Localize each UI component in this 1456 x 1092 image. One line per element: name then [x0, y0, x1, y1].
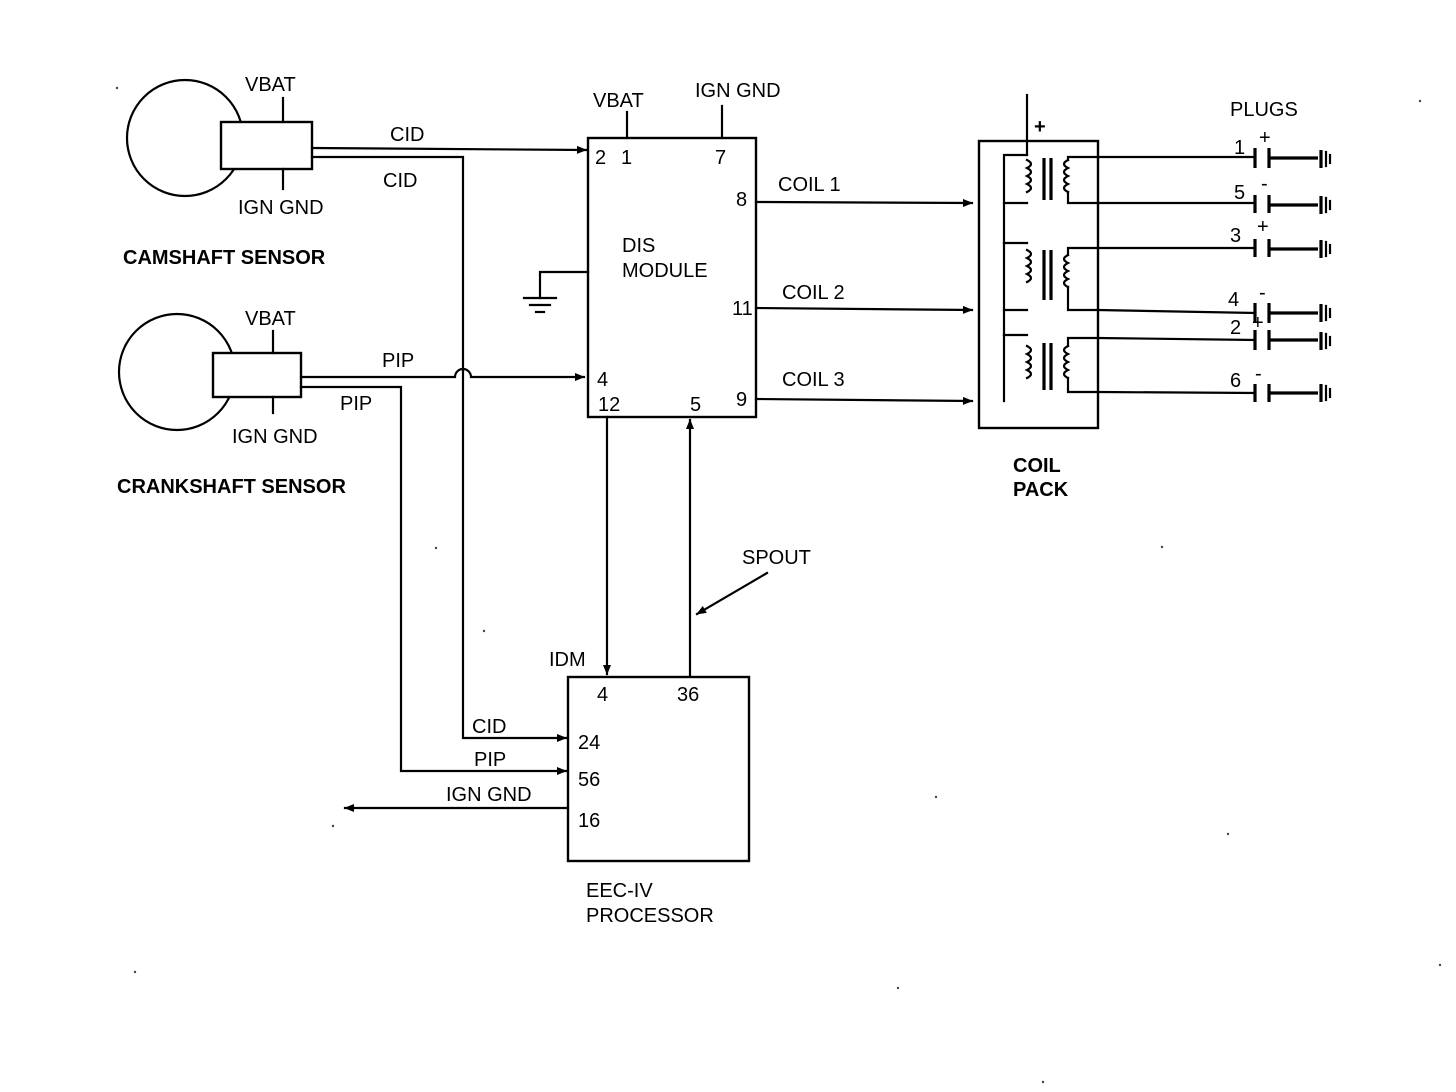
- coil-wires: COIL 1 COIL 2 COIL 3: [754, 174, 974, 405]
- coil-pack-plus: +: [1034, 116, 1046, 138]
- plug-1-sign: +: [1259, 127, 1271, 149]
- camshaft-sensor: VBAT IGN GND CAMSHAFT SENSOR: [123, 74, 326, 269]
- plug-4: 4 -: [1096, 282, 1332, 323]
- coil-2-label: COIL 2: [782, 282, 845, 304]
- spark-plugs: PLUGS 1 + 5 -: [1096, 99, 1332, 402]
- dis-pin-8: 8: [736, 189, 747, 211]
- plug-5-number: 5: [1234, 182, 1245, 204]
- dis-pin-11: 11: [732, 298, 753, 320]
- camshaft-sensor-connector: [219, 120, 314, 171]
- spout-label: SPOUT: [742, 547, 811, 569]
- dis-pin-5: 5: [690, 394, 701, 416]
- dis-pin-12: 12: [598, 394, 620, 416]
- dis-pin-7: 7: [715, 147, 726, 169]
- crankshaft-vbat-label: VBAT: [245, 308, 296, 330]
- eec-cid-label: CID: [472, 716, 506, 738]
- idm-label: IDM: [549, 649, 586, 671]
- eec-input-labels: CID PIP IGN GND: [343, 716, 570, 812]
- plug-4-sign: -: [1259, 282, 1266, 304]
- idm-spout-wires: SPOUT IDM: [549, 415, 811, 679]
- camshaft-ign-gnd-label: IGN GND: [238, 197, 324, 219]
- dis-pin-2: 2: [595, 147, 606, 169]
- plug-3: 3 +: [1096, 216, 1332, 258]
- plug-5-sign: -: [1261, 173, 1268, 195]
- eec-pin-56: 56: [578, 769, 600, 791]
- eec-pin-16: 16: [578, 810, 600, 832]
- plug-5: 5 -: [1096, 173, 1332, 214]
- dis-module-box: [586, 136, 758, 419]
- crankshaft-sensor-connector: [211, 351, 303, 399]
- eec-pin-24: 24: [578, 732, 600, 754]
- coil-3-label: COIL 3: [782, 369, 845, 391]
- plug-6-sign: -: [1255, 363, 1262, 385]
- plug-2: 2 +: [1096, 312, 1332, 350]
- dis-pin-9: 9: [736, 389, 747, 411]
- coil-1-label: COIL 1: [778, 174, 841, 196]
- dis-ign-gnd-label: IGN GND: [695, 80, 781, 102]
- camshaft-vbat-label: VBAT: [245, 74, 296, 96]
- plug-6-number: 6: [1230, 370, 1241, 392]
- dis-module-name-line1: DIS: [622, 235, 655, 257]
- plug-1: 1 +: [1096, 127, 1332, 168]
- plugs-title: PLUGS: [1230, 99, 1298, 121]
- coil-pack-title-line1: COIL: [1013, 455, 1061, 477]
- eec-iv-box: [566, 675, 751, 863]
- coil-pack: +: [977, 93, 1100, 501]
- dis-pin-4: 4: [597, 369, 608, 391]
- cid-wires: CID CID: [310, 124, 588, 742]
- eec-pin-4: 4: [597, 684, 608, 706]
- coil-pack-box: [977, 139, 1100, 430]
- camshaft-sensor-title: CAMSHAFT SENSOR: [123, 247, 326, 269]
- plug-1-number: 1: [1234, 137, 1245, 159]
- cid-label-top: CID: [390, 124, 424, 146]
- eec-name-line2: PROCESSOR: [586, 905, 714, 927]
- coil-pack-title-line2: PACK: [1013, 479, 1069, 501]
- plug-4-number: 4: [1228, 289, 1239, 311]
- cid-label-lower: CID: [383, 170, 417, 192]
- ground-symbol: [522, 270, 590, 314]
- plug-2-sign: +: [1252, 312, 1264, 334]
- crankshaft-sensor: VBAT IGN GND CRANKSHAFT SENSOR: [117, 308, 346, 498]
- dis-module-name-line2: MODULE: [622, 260, 708, 282]
- dis-pin-1: 1: [621, 147, 632, 169]
- coil-2-winding: [1002, 241, 1100, 337]
- plug-3-sign: +: [1257, 216, 1269, 238]
- coil-1-winding: [1002, 153, 1100, 245]
- crankshaft-ign-gnd-label: IGN GND: [232, 426, 318, 448]
- eec-iv-processor: 4 36 24 56 16 EEC-IV PROCESSOR: [566, 675, 751, 927]
- dis-vbat-label: VBAT: [593, 90, 644, 112]
- coil-3-winding: [1002, 333, 1100, 403]
- pip-wires: PIP PIP: [299, 350, 586, 775]
- pip-label-lower: PIP: [340, 393, 372, 415]
- eec-name-line1: EEC-IV: [586, 880, 653, 902]
- dis-module: VBAT IGN GND 2 1 7 8 11 9 4 12 5 DIS MOD…: [586, 80, 781, 419]
- eec-ign-gnd-label: IGN GND: [446, 784, 532, 806]
- plug-6: 6 -: [1096, 363, 1332, 402]
- scan-specks: [115, 86, 1442, 1084]
- eec-pip-label: PIP: [474, 749, 506, 771]
- pip-label-top: PIP: [382, 350, 414, 372]
- eec-pin-36: 36: [677, 684, 699, 706]
- crankshaft-sensor-title: CRANKSHAFT SENSOR: [117, 476, 346, 498]
- plug-3-number: 3: [1230, 225, 1241, 247]
- plug-2-number: 2: [1230, 317, 1241, 339]
